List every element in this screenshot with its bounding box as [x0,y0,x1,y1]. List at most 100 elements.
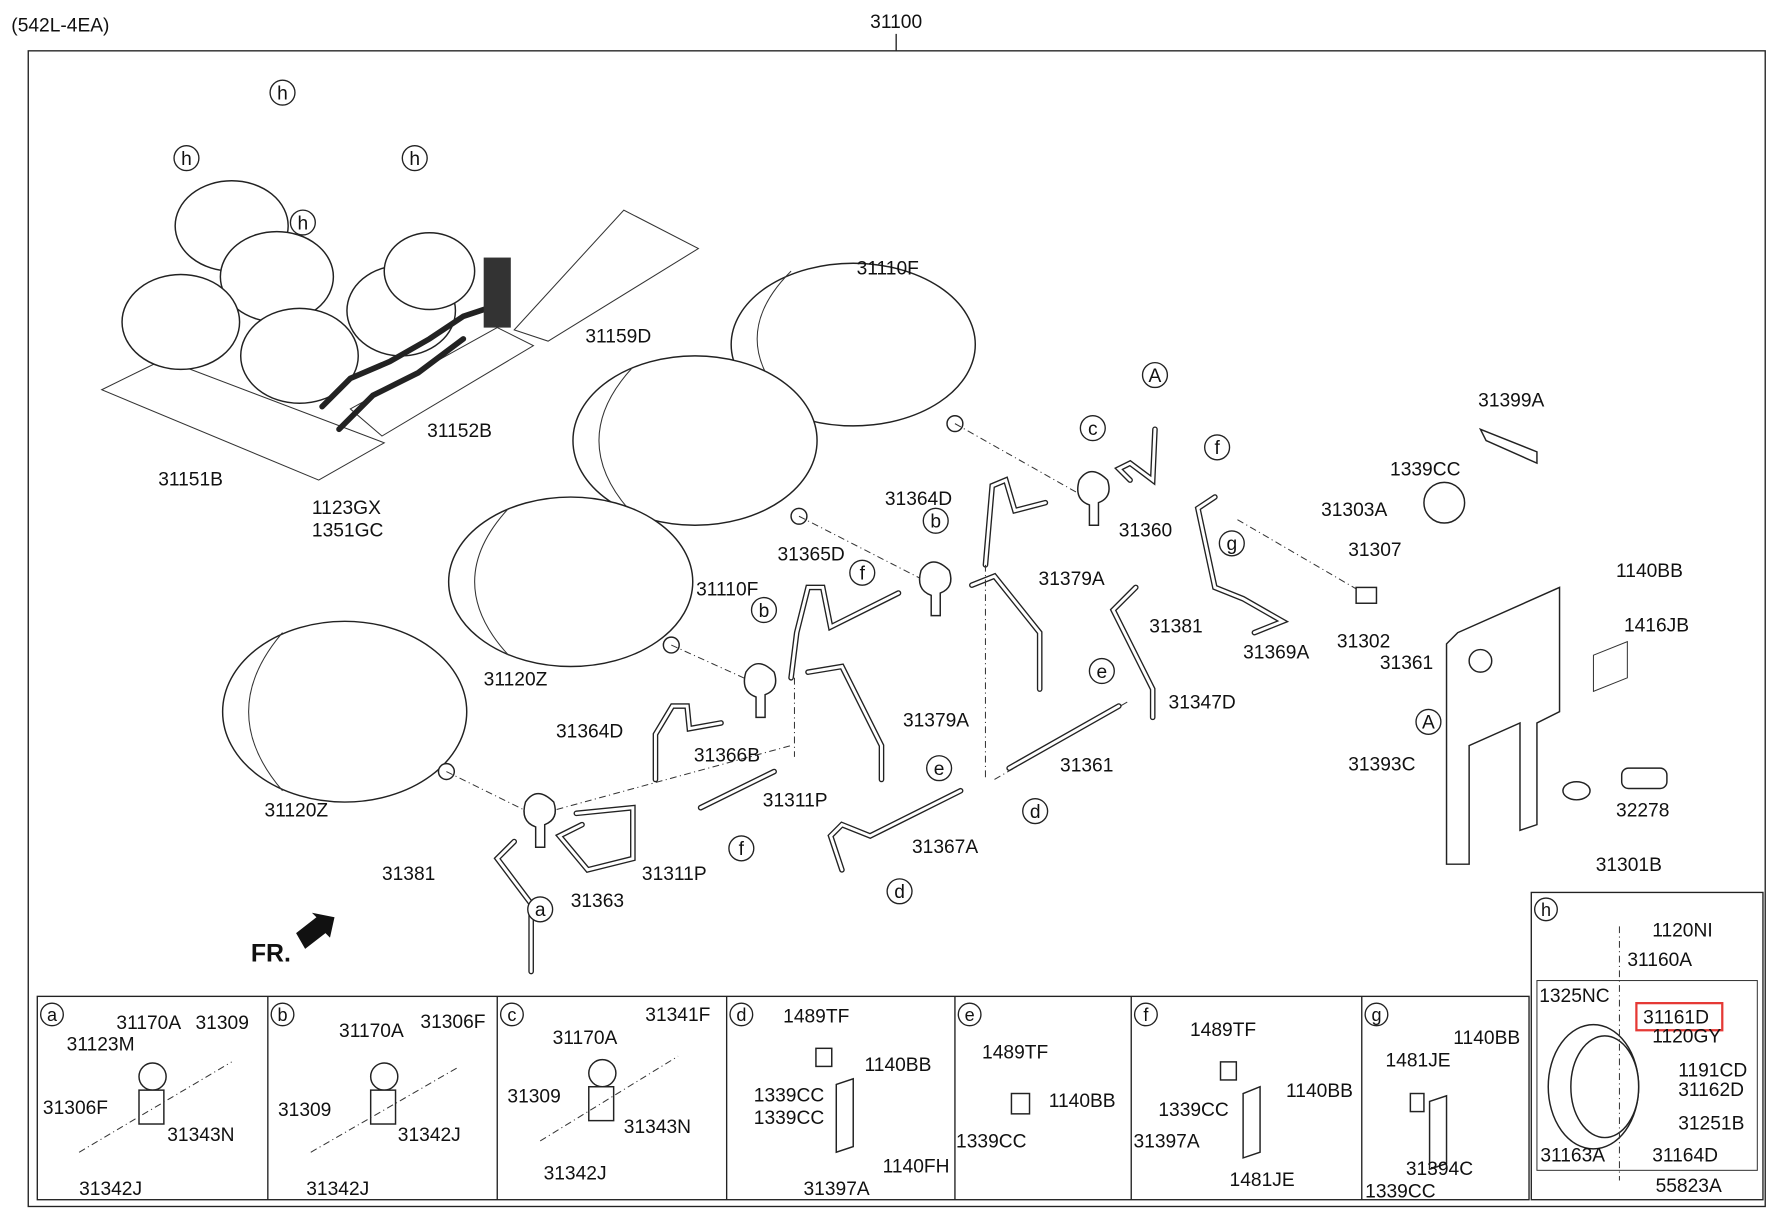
part-label[interactable]: 1140BB [1049,1091,1116,1112]
part-label[interactable]: 31341F [645,1005,710,1026]
part-label[interactable]: 32278 [1616,801,1669,822]
part-label[interactable]: 31159D [585,326,651,347]
part-label[interactable]: 1481JE [1386,1050,1451,1071]
part-label[interactable]: 31301B [1596,855,1662,876]
part-label[interactable]: 31170A [116,1013,181,1034]
part-label[interactable]: 1339CC [754,1085,825,1106]
part-label[interactable]: 31311P [642,864,707,885]
part-label[interactable]: 31342J [79,1179,142,1200]
part-label[interactable]: 31170A [339,1021,404,1042]
part-label[interactable]: 1339CC [956,1132,1027,1153]
part-label[interactable]: 31379A [903,710,969,731]
part-label[interactable]: 31365D [778,544,845,565]
detail-panels [36,891,1764,1201]
part-label[interactable]: 31161D [1643,1007,1709,1028]
part-label[interactable]: 31164D [1652,1145,1718,1166]
callout-marker: b [750,596,778,624]
part-label[interactable]: 31363 [571,891,624,912]
part-label[interactable]: 1191CD [1678,1061,1747,1082]
part-label[interactable]: 1339CC [1365,1181,1436,1202]
part-label[interactable]: 31306F [43,1098,108,1119]
part-label[interactable]: 31306F [420,1012,485,1033]
detail-panel-h-frame [1530,891,1764,1201]
part-label[interactable]: 1489TF [1190,1020,1256,1041]
part-label[interactable]: 31110F [696,579,758,600]
part-label[interactable]: 31367A [912,837,978,858]
part-label[interactable]: 31364D [556,722,623,743]
part-label[interactable]: 1489TF [783,1006,849,1027]
part-label[interactable]: 31360 [1119,521,1172,542]
plate-31151B [100,358,386,481]
main-frame [27,50,1766,1208]
part-label[interactable]: 31394C [1406,1159,1473,1180]
part-label[interactable]: 1351GC [312,521,384,542]
part-label[interactable]: 1339CC [1390,460,1461,481]
part-label[interactable]: 31397A [1133,1132,1199,1153]
part-label[interactable]: 31110F [857,259,919,280]
tank-31110F-lower [572,355,818,527]
part-label[interactable]: 31369A [1243,643,1309,664]
part-label[interactable]: 1140BB [1286,1081,1353,1102]
part-label[interactable]: 31302 [1337,631,1390,652]
panel-letter: a [47,1005,58,1025]
part-label[interactable]: 31311P [763,791,828,812]
part-label[interactable]: 1339CC [1158,1100,1229,1121]
part-label[interactable]: 31152B [427,421,492,442]
part-label[interactable]: 31399A [1478,391,1544,412]
part-label[interactable]: 31343N [624,1117,691,1138]
part-label[interactable]: 31366B [694,745,760,766]
part-label[interactable]: 1123GX [312,498,381,519]
part-label[interactable]: 31381 [1149,617,1202,638]
part-label[interactable]: 31162D [1678,1080,1744,1101]
part-label[interactable]: 31361 [1060,756,1113,777]
part-label[interactable]: 31309 [196,1013,249,1034]
part-label[interactable]: 1339CC [754,1108,825,1129]
part-label[interactable]: 31342J [398,1125,461,1146]
part-label[interactable]: 31120Z [264,801,328,822]
part-label[interactable]: 1140FH [883,1157,950,1178]
part-label[interactable]: 31120Z [484,670,548,691]
part-label[interactable]: 1416JB [1624,615,1689,636]
part-label[interactable]: 31309 [278,1100,331,1121]
part-label[interactable]: 31381 [382,864,435,885]
part-label[interactable]: 1489TF [982,1042,1048,1063]
part-label[interactable]: 31379A [1039,569,1105,590]
callout-marker: h [269,79,296,106]
part-label[interactable]: 1325NC [1539,986,1610,1007]
callout-letter: b [930,512,941,533]
part-label[interactable]: 1140BB [1453,1028,1520,1049]
part-label[interactable]: 31160A [1627,950,1692,971]
part-label[interactable]: 31397A [804,1179,870,1200]
callout-marker: e [926,755,953,782]
part-label[interactable]: 31342J [306,1179,369,1200]
callout-marker: e [1088,657,1115,685]
part-label[interactable]: 31163A [1540,1145,1605,1166]
part-label[interactable]: 31251B [1678,1114,1744,1135]
callout-letter: c [1088,419,1098,440]
callout-letter: h [181,149,192,170]
part-label[interactable]: 31309 [507,1087,560,1108]
part-label[interactable]: 1481JE [1230,1170,1295,1191]
callout-marker: g [1218,530,1245,557]
callout-marker: b [922,507,949,534]
part-label[interactable]: 31123M [67,1035,135,1056]
part-label[interactable]: 31307 [1348,540,1401,561]
part-label[interactable]: 1140BB [1616,561,1683,582]
part-label[interactable]: 1120NI [1652,920,1712,941]
part-label[interactable]: 31342J [544,1163,607,1184]
part-label[interactable]: 55823A [1656,1176,1722,1197]
callout-letter: e [1097,662,1108,683]
part-label[interactable]: 31347D [1169,692,1236,713]
panel-letter: e [965,1005,975,1025]
part-label[interactable]: 1140BB [865,1055,932,1076]
panel-letter-circle [40,1002,64,1027]
part-label[interactable]: 31361 [1380,653,1433,674]
part-label[interactable]: 31364D [885,489,952,510]
part-label[interactable]: 31170A [553,1028,618,1049]
part-label[interactable]: 31151B [158,470,223,491]
part-label[interactable]: 1120GY [1652,1027,1721,1048]
part-label[interactable]: 31303A [1321,500,1387,521]
part-label[interactable]: 31393C [1348,754,1415,775]
part-label[interactable]: 31343N [167,1125,234,1146]
callout-letter: f [860,564,866,585]
